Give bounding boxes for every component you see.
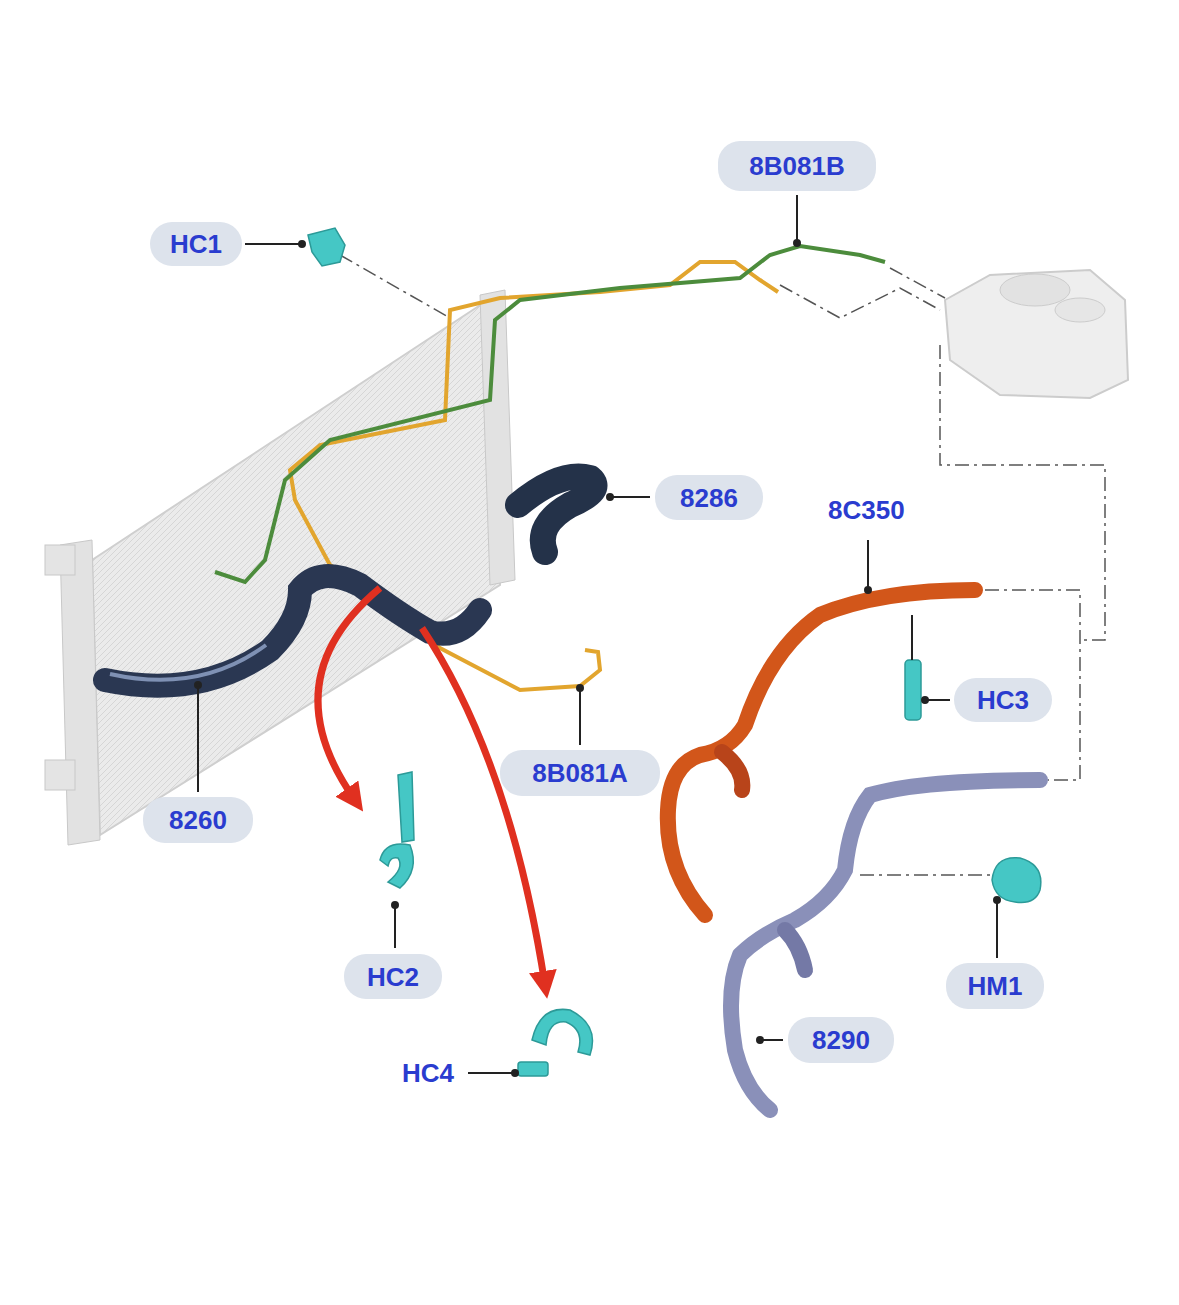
callout-number: 8286	[680, 485, 738, 511]
callout-number: 8C350	[826, 496, 907, 524]
callout-number: HC2	[367, 964, 419, 990]
pointer-arrow	[318, 588, 380, 800]
callout-number: 8260	[169, 807, 227, 833]
callout-number: HC4	[400, 1059, 456, 1087]
callout-pill: 8260	[143, 797, 253, 843]
hose-highlight	[110, 645, 266, 680]
heater-hose	[731, 780, 1040, 1110]
heater-hose	[785, 930, 805, 970]
radiator-hose	[518, 477, 595, 552]
callout-pill: HM1	[946, 963, 1044, 1009]
leader-lines	[195, 195, 1000, 1076]
callout-pill: HC2	[344, 954, 442, 999]
callout-pill: 8B081A	[500, 750, 660, 796]
callout-pill: 8286	[655, 475, 763, 520]
callout-number: 8B081A	[532, 760, 627, 786]
callout-number: 8290	[812, 1027, 870, 1053]
heater-hose	[722, 752, 742, 790]
callout-number: HM1	[968, 973, 1023, 999]
pointer-arrow	[422, 628, 545, 985]
callout-pill: 8290	[788, 1017, 894, 1063]
expansion-tank	[945, 270, 1128, 398]
coolant-line	[215, 246, 885, 582]
callout-pill: HC1	[150, 222, 242, 266]
callout-pill: HC3	[954, 678, 1052, 722]
radiator	[45, 290, 515, 845]
callout-number: HC1	[170, 231, 222, 257]
heater-hose	[668, 590, 975, 915]
callout-number: HC3	[977, 687, 1029, 713]
callout-number: 8B081B	[749, 153, 844, 179]
hose-clips	[308, 228, 1041, 1076]
coolant-line	[290, 262, 778, 690]
callout-pill: 8B081B	[718, 141, 876, 191]
